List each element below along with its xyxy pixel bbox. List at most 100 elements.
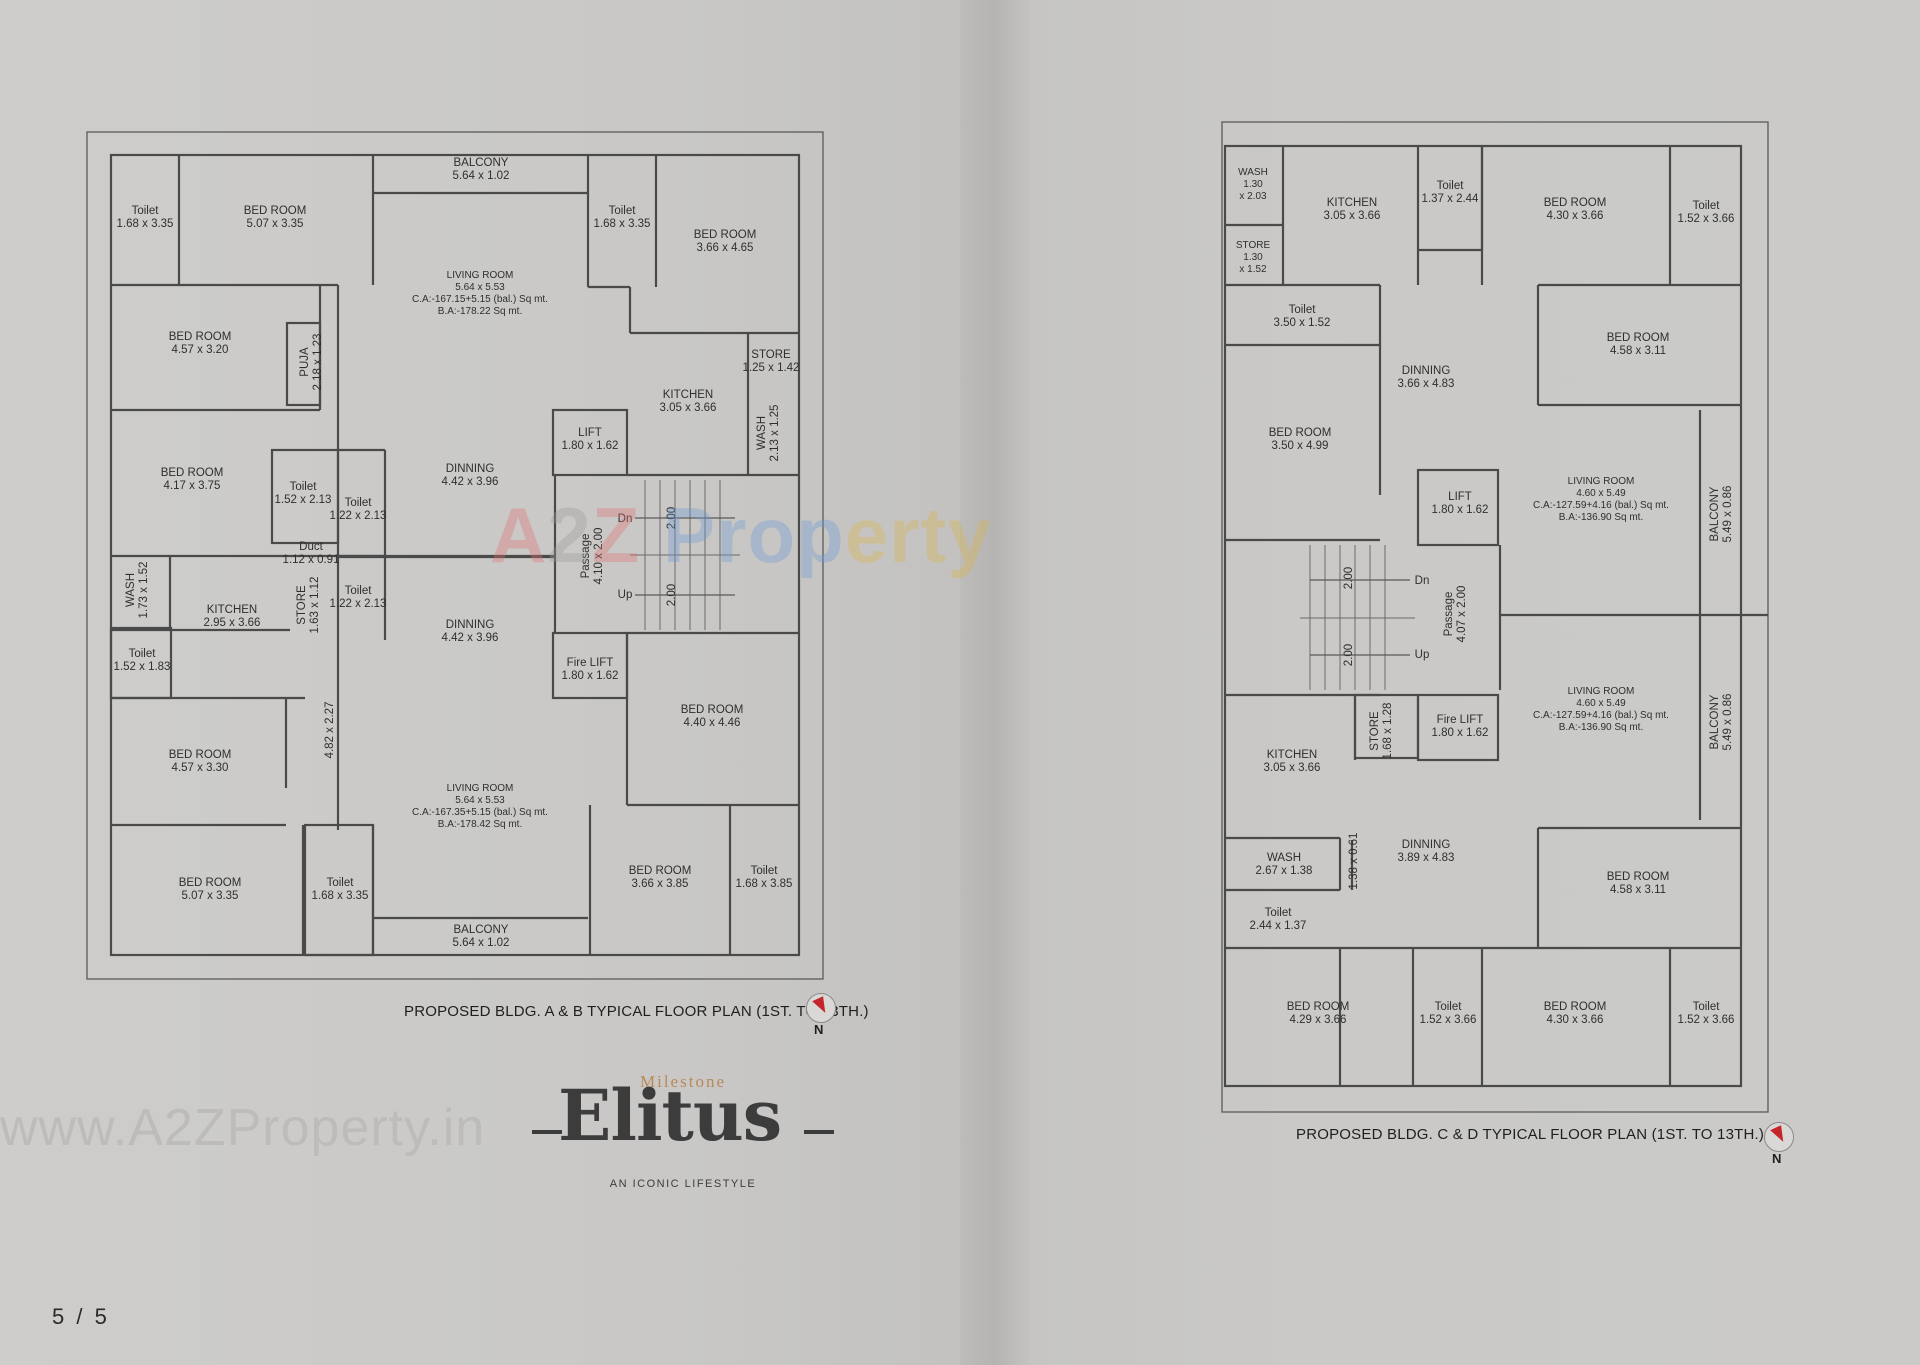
room-label-line: Toilet (132, 205, 160, 217)
watermark-part-1: A (490, 491, 548, 579)
room-label-line: Toilet (129, 648, 157, 660)
room-label-line: 4.58 x 3.11 (1610, 345, 1666, 357)
room-label-line: BED ROOM (694, 229, 757, 241)
room-label-line: 1.22 x 2.13 (330, 510, 387, 522)
room-label-line: WASH (1238, 167, 1268, 178)
room-label-line: 4.42 x 3.96 (442, 632, 499, 644)
room-label-line: 4.10 x 2.00 (593, 528, 605, 585)
stair-ab-width-bottom: 2.00 (666, 584, 678, 606)
room-label-line: 1.38 x 0.61 (1348, 833, 1360, 890)
room-label-line: 2.67 x 1.38 (1256, 865, 1313, 877)
room-label-line: 4.17 x 3.75 (164, 480, 221, 492)
room-label-line: BED ROOM (629, 865, 692, 877)
room-label-line: B.A:-136.90 Sq mt. (1559, 512, 1644, 523)
room-label-line: 4.57 x 3.20 (172, 344, 229, 356)
room-label-line: LIVING ROOM (447, 783, 514, 794)
room-label-line: 1.37 x 2.44 (1422, 193, 1480, 205)
room-label-line: DINNING (1402, 365, 1451, 377)
room-label-line: 3.89 x 4.83 (1398, 852, 1455, 864)
north-arrow-icon (812, 996, 830, 1016)
room-label-line: Toilet (290, 481, 318, 493)
north-label: N (814, 1022, 824, 1037)
room-label-line: BED ROOM (1287, 1001, 1350, 1013)
room-label-line: Toilet (1693, 1001, 1721, 1013)
room-label-line: 1.68 x 1.28 (1382, 703, 1394, 760)
room-label-line: Passage (1443, 592, 1455, 637)
room-label-line: BED ROOM (169, 749, 232, 761)
room-label-line: 1.52 x 3.66 (1678, 1014, 1735, 1026)
stair-cd-dn-label: Dn (1415, 575, 1430, 587)
room-label-line: 3.66 x 3.85 (632, 878, 689, 890)
room-label-line: BALCONY (454, 157, 509, 169)
room-label-line: Toilet (1437, 180, 1465, 192)
room-label-line: LIVING ROOM (447, 270, 514, 281)
room-label-line: WASH (1267, 852, 1301, 864)
room-label: STORE1.68 x 1.28 (1369, 703, 1394, 760)
room-label-line: BALCONY (1709, 486, 1721, 541)
room-label-line: 2.44 x 1.37 (1250, 920, 1307, 932)
room-label-line: WASH (125, 573, 137, 607)
room-label-line: DINNING (1402, 839, 1451, 851)
watermark-part-2: 2 (547, 491, 592, 579)
room-label-line: Toilet (751, 865, 779, 877)
room-label-line: 1.80 x 1.62 (562, 440, 619, 452)
brand-name: Elitus (558, 1074, 782, 1157)
room-label-line: 1.30 (1243, 179, 1263, 190)
watermark-part-5: erty (844, 491, 992, 579)
room-label-line: x 1.52 (1239, 264, 1267, 275)
room-label-line: 2.13 x 1.25 (769, 405, 781, 462)
plan-ab-caption: PROPOSED BLDG. A & B TYPICAL FLOOR PLAN … (404, 1003, 869, 1020)
room-label-line: Passage (580, 534, 592, 579)
room-label-line: 1.80 x 1.62 (1432, 727, 1489, 739)
room-label-line: LIFT (578, 427, 602, 439)
room-label-line: KITCHEN (1267, 749, 1317, 761)
a2z-property-watermark: A2Z Property (490, 490, 992, 581)
room-label-line: 1.68 x 3.85 (736, 878, 793, 890)
room-label-line: BED ROOM (1544, 197, 1607, 209)
watermark-part-3: Z (591, 491, 641, 579)
room-label-line: x 2.03 (1239, 191, 1267, 202)
room-label-line: 2.95 x 3.66 (204, 617, 261, 629)
room-label-line: 4.42 x 3.96 (442, 476, 499, 488)
room-label-line: 1.73 x 1.52 (138, 562, 150, 619)
room-label-line: BALCONY (454, 924, 509, 936)
room-label-line: LIFT (1448, 491, 1472, 503)
room-label-line: Duct (299, 541, 323, 553)
room-label-line: 4.57 x 3.30 (172, 762, 229, 774)
plan-cd-caption: PROPOSED BLDG. C & D TYPICAL FLOOR PLAN … (1296, 1126, 1765, 1143)
logo-dash-right (804, 1130, 834, 1134)
room-label-line: Toilet (1289, 304, 1317, 316)
room-label-line: 4.58 x 3.11 (1610, 884, 1666, 896)
room-label-line: 4.60 x 5.49 (1576, 488, 1626, 499)
floor-plan-cd (1221, 121, 1769, 1113)
room-label-line: Fire LIFT (567, 657, 614, 669)
watermark-part-4: Prop (640, 491, 845, 579)
room-label-line: 3.05 x 3.66 (660, 402, 717, 414)
room-label-line: 4.40 x 4.46 (684, 717, 741, 729)
stair-cd (1300, 545, 1415, 690)
